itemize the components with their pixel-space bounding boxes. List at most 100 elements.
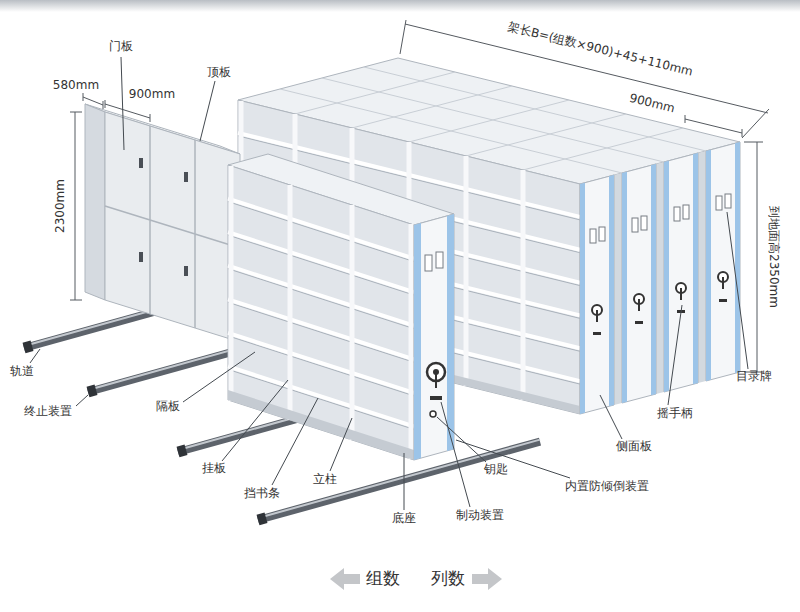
blue-strip [447, 214, 454, 451]
blue-strip [580, 183, 585, 414]
brake-lever [635, 321, 643, 324]
shelf-posts [231, 166, 411, 459]
part-label: 挡书条 [244, 487, 280, 501]
side-panel [622, 164, 656, 403]
blue-strip [664, 161, 669, 392]
catalog-holder [436, 252, 443, 268]
leader-line [200, 81, 215, 141]
blue-strip [414, 223, 421, 460]
catalog-holder [725, 194, 731, 208]
door-handle [139, 252, 143, 262]
blue-strip [609, 175, 614, 406]
rail-stopper [24, 346, 32, 348]
dimension-label: 到地面高2350mm [766, 206, 780, 308]
dimension-label: 900mm [626, 91, 678, 117]
catalog-holder [674, 207, 680, 221]
blue-strip [693, 153, 698, 384]
direction-arrow-left [330, 568, 360, 590]
part-label: 内置防倾倒装置 [565, 480, 649, 494]
dimension-label: 900mm [129, 88, 175, 102]
part-label: 底座 [392, 512, 416, 526]
part-label: 摇手柄 [657, 407, 693, 421]
brake-lever [593, 332, 601, 335]
left-cabinet-block [85, 104, 240, 342]
leader-lines [30, 57, 748, 510]
leader-line [222, 380, 288, 461]
leader-line [76, 395, 88, 406]
leader-line [727, 212, 748, 369]
door-face [105, 112, 240, 342]
side-panel [580, 175, 614, 414]
top-band [0, 0, 800, 12]
leader-line [30, 349, 40, 363]
leader-line [272, 398, 318, 485]
dimension-lines [70, 20, 769, 372]
shelf-boards [228, 199, 414, 427]
leader-line [456, 440, 570, 478]
blue-strip [622, 172, 627, 403]
dimension-line [685, 115, 742, 137]
front-carriage [228, 154, 454, 460]
catalog-holder [599, 227, 605, 241]
side-panel [414, 214, 454, 460]
crank-arm [435, 372, 437, 388]
blue-strip [706, 150, 711, 381]
dimension-line [83, 93, 103, 109]
carriage-gap [656, 162, 664, 394]
side-panel [664, 153, 698, 392]
direction-arrow-right [472, 568, 502, 590]
leader-line [121, 57, 124, 150]
part-label: 挂板 [202, 462, 226, 476]
dimension-line [400, 20, 769, 138]
part-label: 侧面板 [616, 440, 652, 454]
part-label: 轨道 [10, 365, 34, 379]
part-label: 钥匙 [484, 463, 508, 477]
door-handle [139, 158, 143, 168]
side-panel [706, 142, 740, 381]
leader-line [330, 418, 352, 471]
blue-strip [651, 164, 656, 395]
leader-line [668, 305, 682, 405]
leader-line [183, 352, 255, 402]
rail-stopper [88, 390, 96, 392]
part-label: 顶板 [207, 66, 231, 80]
catalog-holder [425, 255, 432, 271]
dimension-line [744, 142, 763, 372]
rail-stopper [178, 450, 186, 452]
leader-line [600, 395, 622, 439]
part-label: 立柱 [313, 473, 337, 487]
catalog-holder [683, 205, 689, 219]
part-label: 隔板 [156, 400, 180, 414]
dimension-line [105, 100, 150, 122]
leader-line [404, 453, 405, 510]
blue-strip [735, 142, 740, 373]
carriage-gap [614, 173, 622, 405]
dimension-label: 架长B=(组数×900)+45+110mm [506, 21, 694, 80]
catalog-holder [632, 218, 638, 232]
brake-lever [719, 299, 727, 302]
dimension-label: 580mm [53, 79, 99, 93]
part-label: 制动装置 [456, 509, 504, 523]
brake-lever [430, 396, 442, 400]
part-label: 门板 [109, 40, 133, 54]
catalog-holder [641, 216, 647, 230]
door-handle [184, 266, 188, 276]
door-seams [105, 126, 240, 328]
catalog-holder [716, 196, 722, 210]
part-label: 目录牌 [736, 370, 772, 384]
side-face [85, 104, 105, 300]
dimension-line [70, 112, 82, 300]
door-handle [184, 172, 188, 182]
axis-label: 列数 [431, 569, 465, 589]
axis-label: 组数 [366, 569, 400, 589]
front-face [228, 165, 414, 460]
catalog-holder [590, 229, 596, 243]
dimension-label: 2300mm [54, 179, 68, 233]
leader-line [437, 417, 486, 462]
key-symbol [430, 411, 436, 417]
base-strip [228, 390, 414, 460]
leader-line [441, 402, 470, 507]
rail-stopper [258, 518, 266, 520]
